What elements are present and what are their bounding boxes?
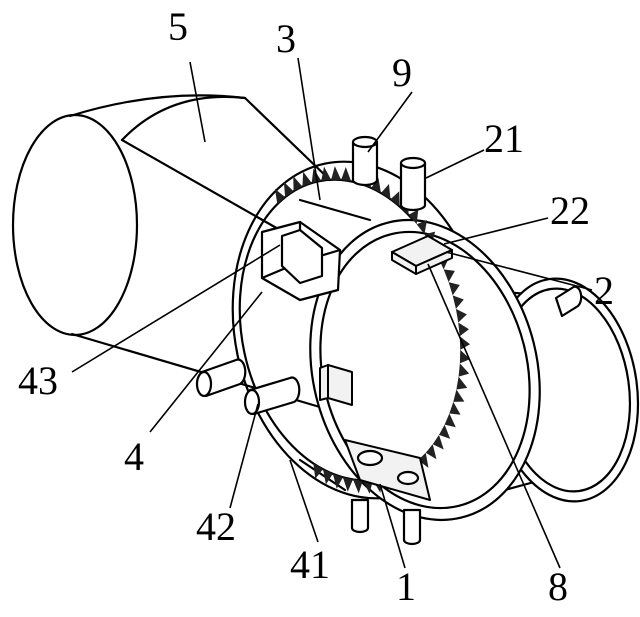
rod-left <box>195 358 247 398</box>
gear-tooth <box>380 183 391 200</box>
rod-42 <box>243 376 301 416</box>
gear-tooth <box>408 209 419 225</box>
gear-tooth <box>352 479 363 494</box>
label-3: 3 <box>276 16 296 61</box>
pin-9 <box>351 135 379 187</box>
label-42: 42 <box>196 504 236 549</box>
gear-tooth <box>459 349 471 364</box>
gear-tooth <box>371 177 381 194</box>
label-22: 22 <box>550 188 590 233</box>
gear-tooth <box>458 322 469 337</box>
label-4: 4 <box>124 434 144 479</box>
gear-tooth <box>323 469 333 485</box>
gear-tooth <box>443 269 455 283</box>
gear-tooth <box>425 444 437 460</box>
gear-tooth <box>418 452 429 468</box>
label-43: 43 <box>18 358 58 403</box>
gear-tooth <box>293 176 303 192</box>
label-5: 5 <box>168 4 188 49</box>
gear-tooth <box>274 188 286 205</box>
gear-tooth <box>432 434 444 450</box>
gear-tooth <box>332 473 343 489</box>
gear-tooth <box>416 220 427 235</box>
gear-tooth <box>459 336 471 350</box>
label-8: 8 <box>548 564 568 609</box>
label-1: 1 <box>396 564 416 609</box>
gear-tooth <box>455 308 467 323</box>
gear-tooth <box>444 413 456 428</box>
gear-tooth <box>452 295 464 309</box>
gear-tooth <box>453 389 465 402</box>
gear-tooth <box>321 166 332 181</box>
bottom-clamp-1 <box>344 439 431 546</box>
gear-tooth <box>283 181 294 198</box>
gear-tooth <box>313 463 324 479</box>
label-9: 9 <box>392 50 412 95</box>
side-pin-2 <box>554 285 583 318</box>
gear-tooth <box>390 191 400 207</box>
motor-43 <box>260 220 342 302</box>
pin-21 <box>399 156 427 212</box>
gear-tooth <box>342 477 353 492</box>
label-2: 2 <box>594 268 614 313</box>
leader-lines <box>71 57 593 569</box>
gear-tooth <box>448 282 460 296</box>
label-41: 41 <box>290 542 330 587</box>
gear-tooth <box>456 376 468 390</box>
gear-tooth <box>439 424 451 439</box>
clamp-block-22 <box>391 235 453 275</box>
gear-tooth <box>331 166 342 180</box>
gear-tooth <box>341 167 352 182</box>
label-21: 21 <box>484 116 524 161</box>
side-clip <box>319 364 353 406</box>
gear-tooth <box>302 171 312 187</box>
gear-tooth <box>449 401 461 415</box>
gear-tooth <box>458 363 470 377</box>
